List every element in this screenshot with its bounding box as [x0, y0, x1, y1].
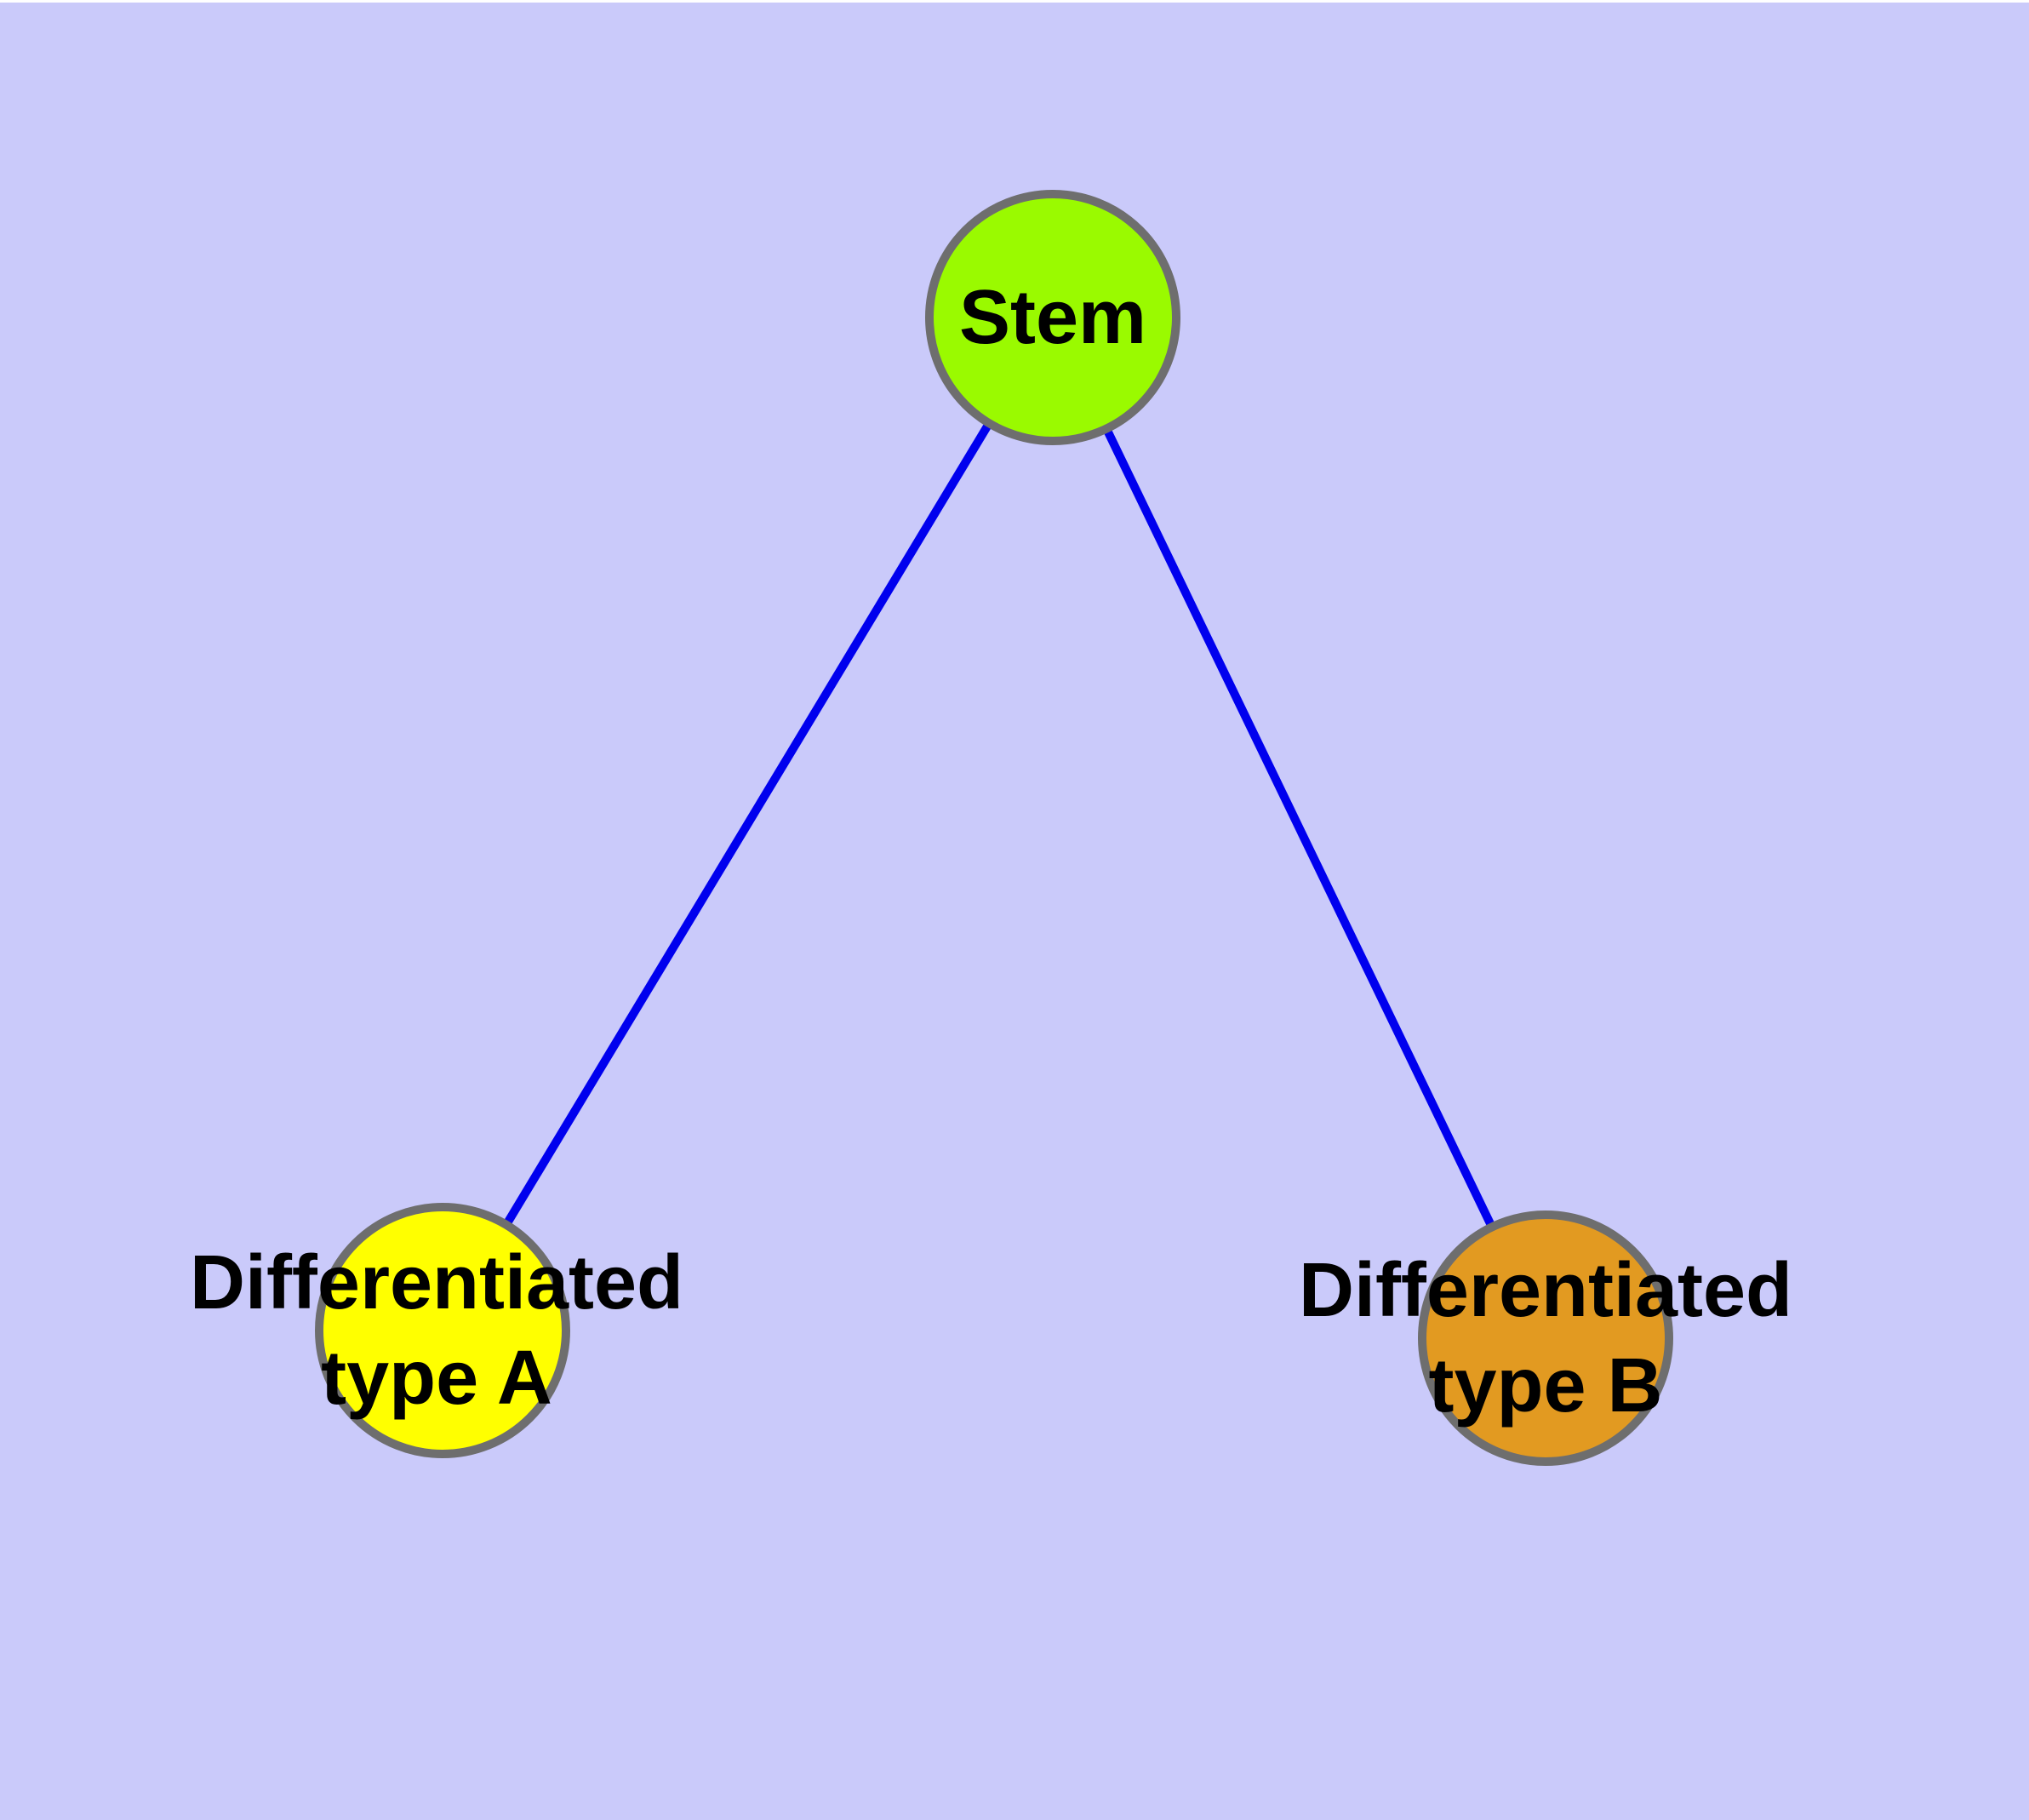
node-differentiated-type-a [315, 1203, 570, 1458]
node-label-differentiated-type-a: Differentiated type A [189, 1240, 684, 1421]
diagram-canvas: Stem Differentiated type A Differentiate… [0, 3, 2029, 1820]
node-label-differentiated-type-b: Differentiated type B [1298, 1248, 1793, 1428]
node-label-stem: Stem [958, 275, 1147, 360]
edge-stem-to-type-a [438, 315, 1057, 1333]
node-stem [925, 190, 1180, 445]
node-differentiated-type-b [1418, 1210, 1673, 1466]
edge-stem-to-type-b [1049, 315, 1550, 1341]
edge-layer [438, 315, 1550, 1341]
